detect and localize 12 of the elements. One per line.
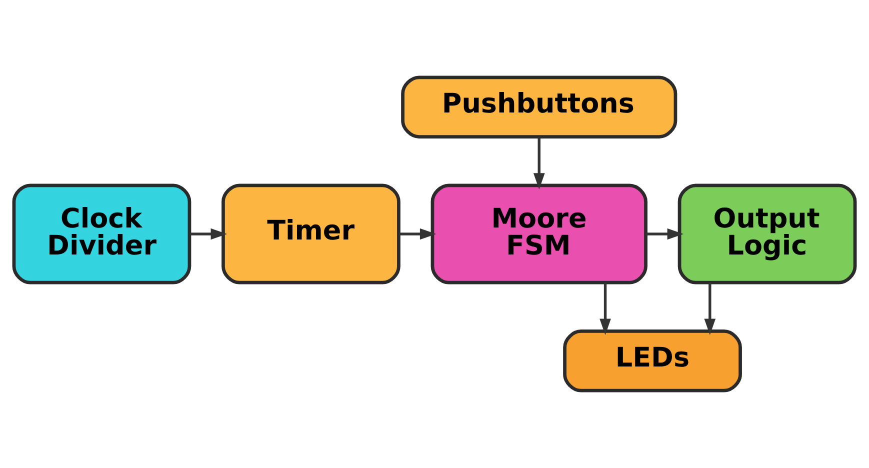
node-box: Clock Divider <box>12 184 192 284</box>
arrow <box>600 282 611 335</box>
node-box: LEDs <box>563 330 742 392</box>
node-box: Timer <box>222 184 400 284</box>
arrow <box>704 282 716 335</box>
node-box: Pushbuttons <box>401 76 678 138</box>
arrow <box>533 137 545 190</box>
arrow <box>399 228 436 240</box>
node-box: Moore FSM <box>430 184 648 284</box>
node-box: Output Logic <box>678 184 857 284</box>
arrow <box>190 228 228 240</box>
arrow <box>646 228 684 240</box>
